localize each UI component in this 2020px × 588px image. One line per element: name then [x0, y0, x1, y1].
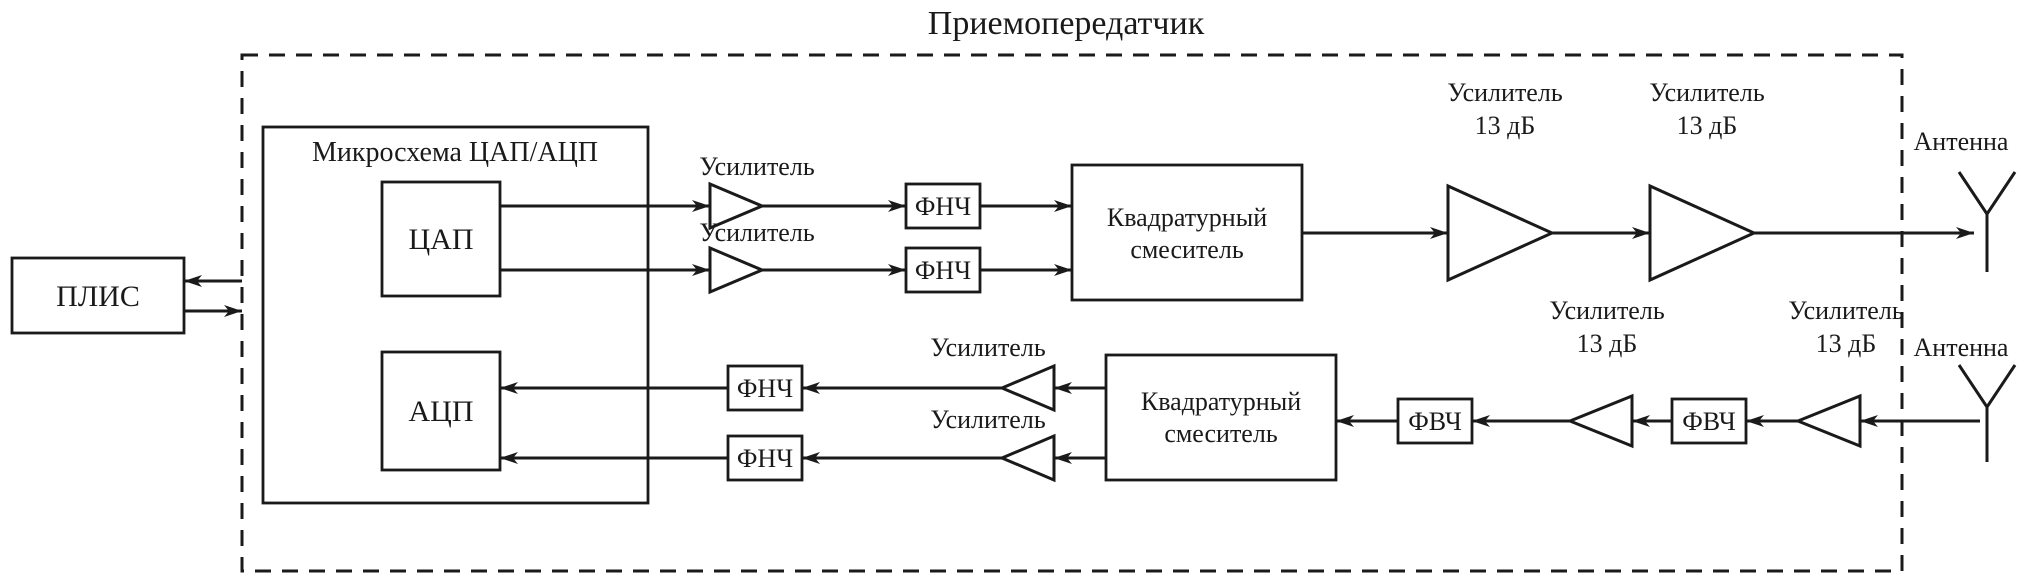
tx-amp-top-triangle — [708, 181, 766, 231]
rx-hpf-2-box — [1396, 397, 1474, 445]
rx-mixer-box — [1104, 353, 1338, 482]
tx-lpf-top-label: ФНЧ — [915, 192, 971, 221]
chip-label: Микросхема ЦАП/АЦП — [312, 137, 598, 168]
tx-amp-bottom-label: Усилитель — [699, 218, 815, 247]
dac-box — [380, 180, 502, 298]
antenna-arm-left — [1957, 171, 1989, 215]
rx-hpf-1-label: ФВЧ — [1682, 407, 1736, 436]
antenna-arm-left — [1957, 364, 1989, 408]
tx-amp-bottom-triangle — [708, 245, 766, 295]
antenna-arm-right — [1985, 171, 2017, 215]
rx-mixer-label-line2: смеситель — [1164, 419, 1278, 448]
rx-amp13-1-label-line1: Усилитель — [1788, 296, 1904, 325]
tx-antenna-icon — [1957, 171, 2017, 272]
fpga-box — [10, 256, 186, 335]
tx-amp13-2-triangle — [1648, 183, 1758, 283]
tx-antenna-label: Антенна — [1914, 127, 2009, 156]
tx-lpf-bottom-label: ФНЧ — [915, 256, 971, 285]
rx-antenna-icon — [1957, 364, 2017, 462]
rx-amp-bottom-triangle — [998, 433, 1056, 483]
rx-amp-top-triangle — [998, 363, 1056, 413]
tx-amp13-1-label-line1: Усилитель — [1447, 78, 1563, 107]
rx-amp-bottom-label: Усилитель — [930, 405, 1046, 434]
tx-amp13-2-label-line2: 13 дБ — [1677, 111, 1738, 140]
tx-amp13-1-triangle — [1446, 183, 1556, 283]
rx-amp13-2-label-line2: 13 дБ — [1577, 329, 1638, 358]
tx-amp13-2-label-line1: Усилитель — [1649, 78, 1765, 107]
rx-lpf-bottom-label: ФНЧ — [737, 444, 793, 473]
rx-amp13-2-triangle — [1565, 393, 1634, 449]
rx-amp13-2-label-line1: Усилитель — [1549, 296, 1665, 325]
rx-amp13-1-label-line2: 13 дБ — [1816, 329, 1877, 358]
fpga-label: ПЛИС — [56, 280, 140, 313]
rx-lpf-bottom-box — [726, 434, 804, 482]
tx-mixer-label-line1: Квадратурный — [1107, 203, 1267, 232]
diagram-title: Приемопередатчик — [928, 5, 1205, 42]
tx-mixer-label-line2: смеситель — [1130, 235, 1244, 264]
adc-label: АЦП — [409, 395, 474, 428]
tx-lpf-top-box — [904, 182, 982, 230]
rx-antenna-label: Антенна — [1914, 333, 2009, 362]
transceiver-boundary — [240, 53, 1904, 573]
antenna-arm-right — [1985, 364, 2017, 408]
adc-box — [380, 350, 502, 472]
rx-lpf-top-label: ФНЧ — [737, 374, 793, 403]
rx-mixer-label-line1: Квадратурный — [1141, 387, 1301, 416]
rx-amp13-1-triangle — [1793, 393, 1862, 449]
rx-hpf-2-label: ФВЧ — [1408, 407, 1462, 436]
tx-mixer-box — [1070, 163, 1304, 302]
dac-label: ЦАП — [409, 223, 474, 256]
tx-amp-top-label: Усилитель — [699, 152, 815, 181]
tx-amp13-1-label-line2: 13 дБ — [1475, 111, 1536, 140]
rx-amp-top-label: Усилитель — [930, 333, 1046, 362]
